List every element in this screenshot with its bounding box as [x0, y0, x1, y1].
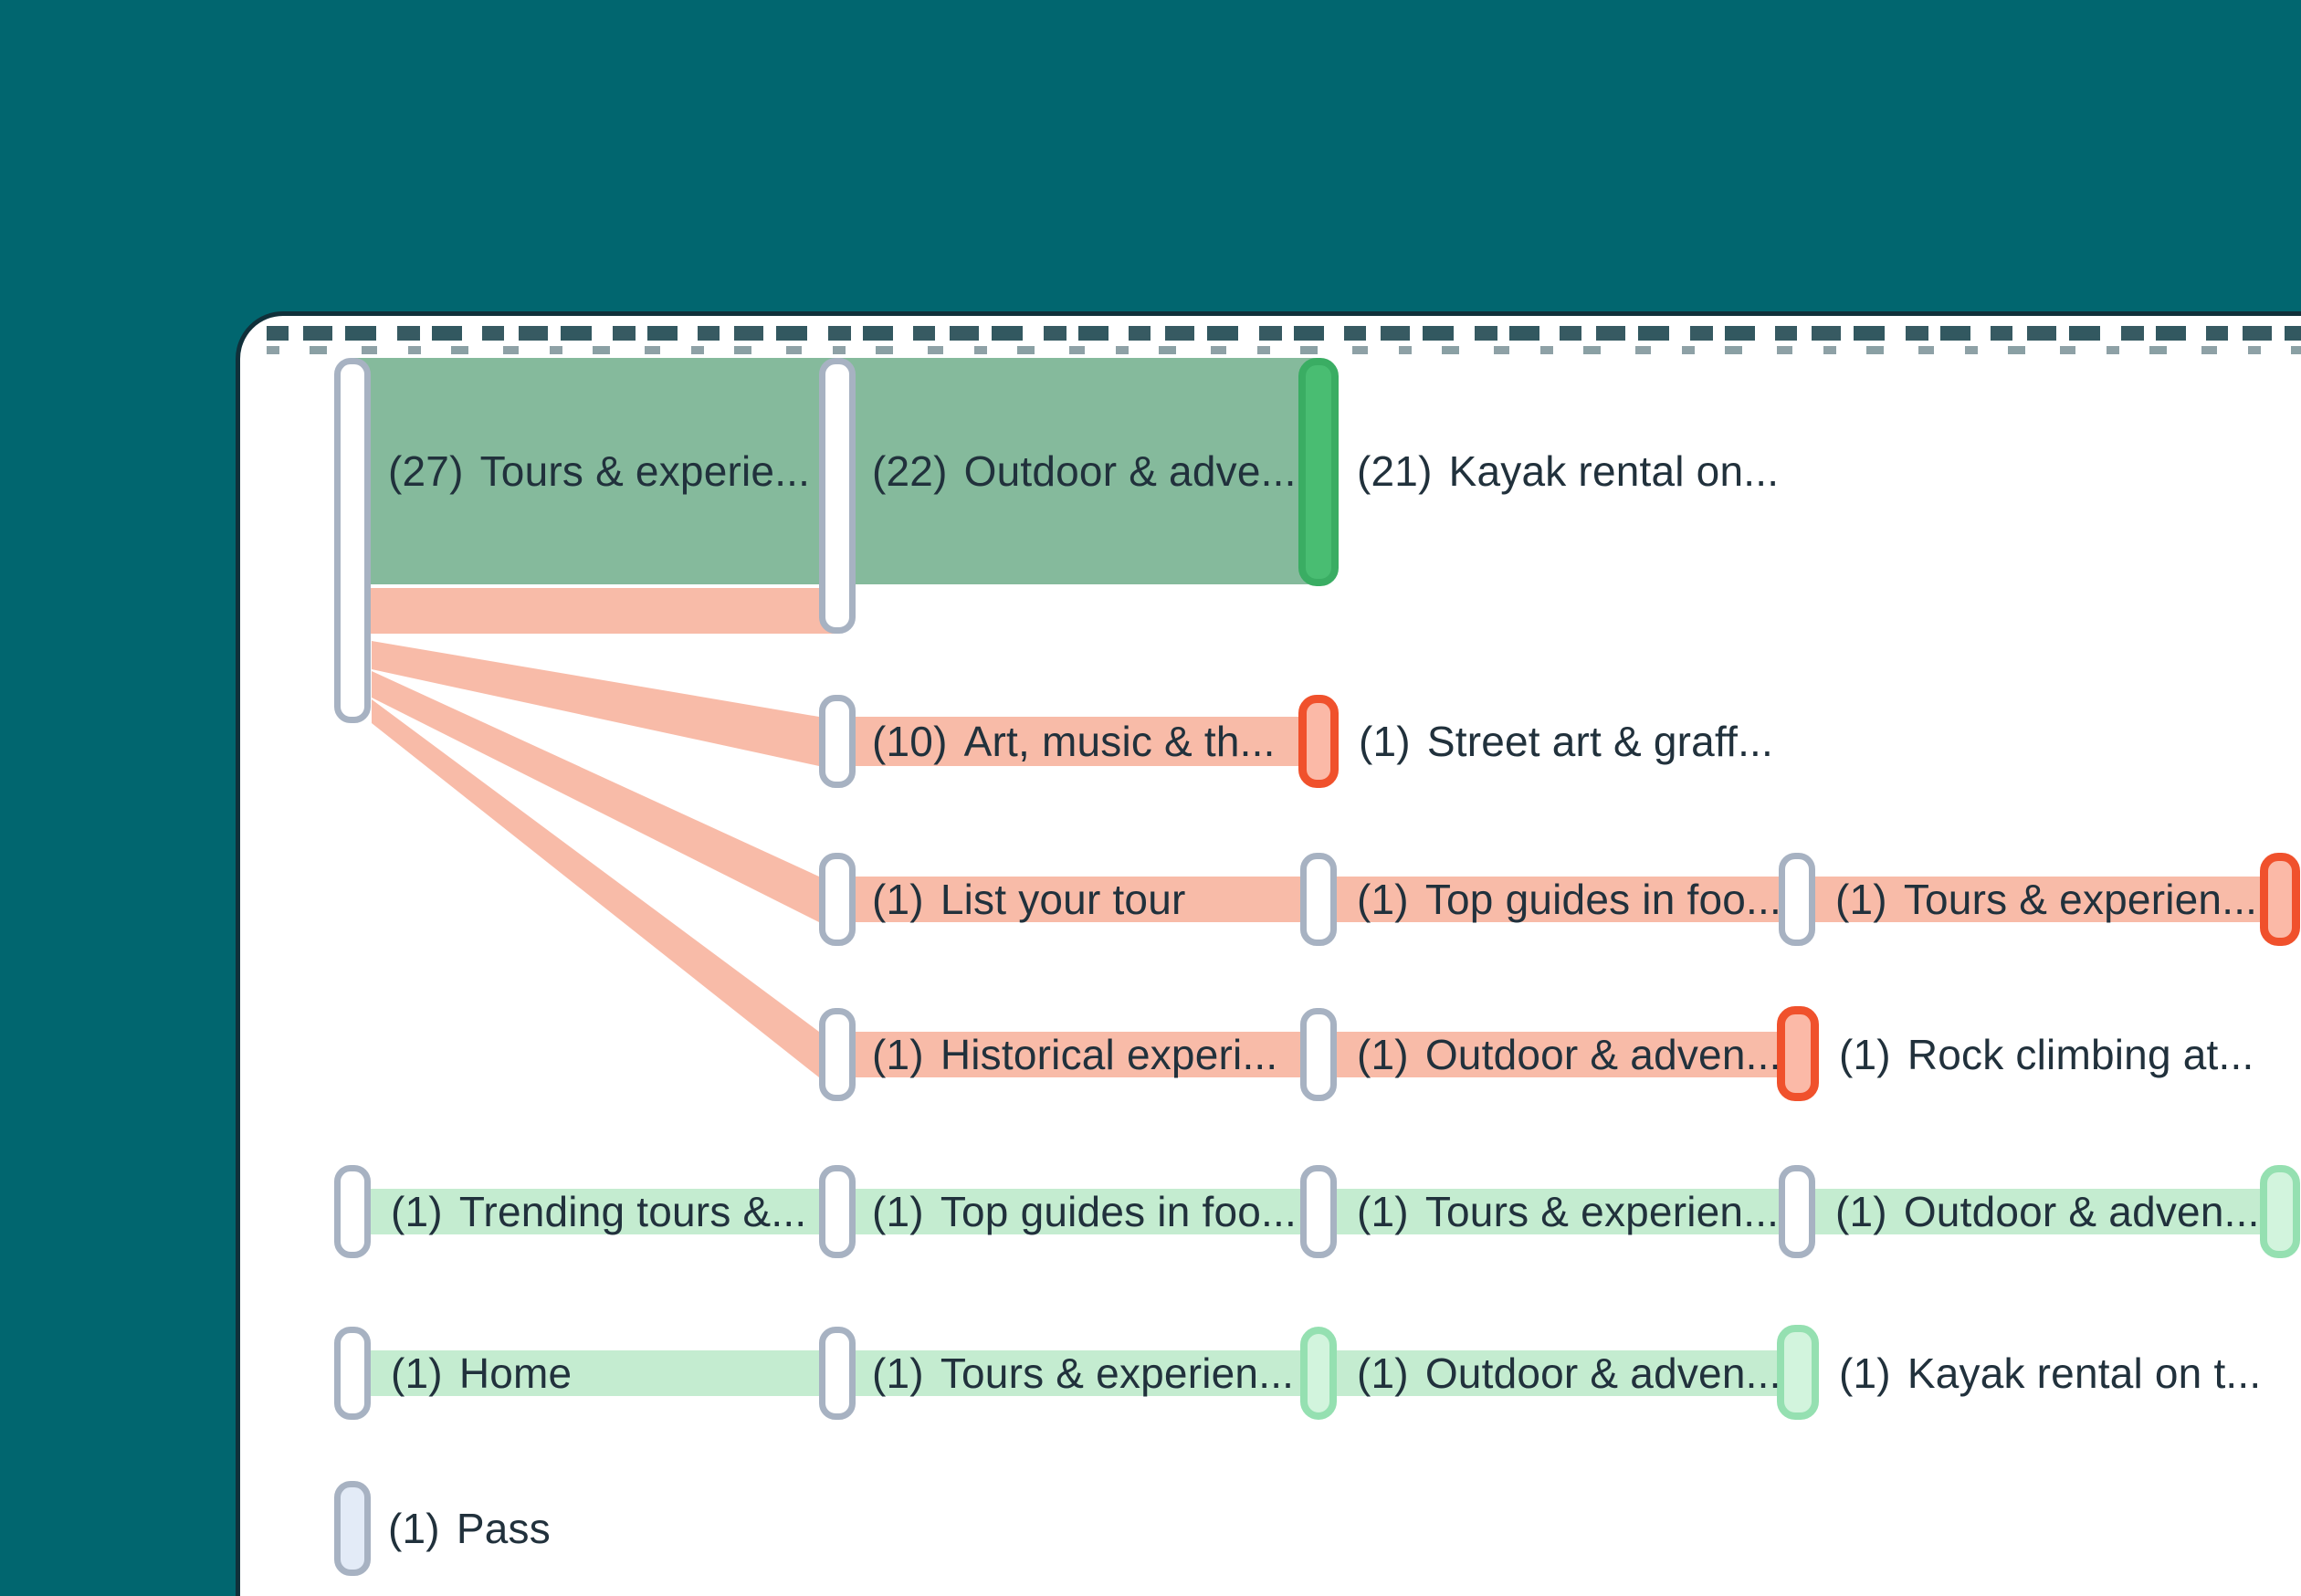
cropped-text-fragment-strip	[267, 326, 2301, 341]
node-pill-r2-exit-red[interactable]	[1298, 695, 1339, 788]
flow-band-r5-top-guides[interactable]	[828, 1189, 1319, 1234]
flow-label: (10)Art, music & th...	[872, 718, 1276, 765]
flow-label: (21)Kayak rental on...	[1357, 447, 1780, 495]
node-pill-r5-junction-1[interactable]	[819, 1165, 856, 1258]
flow-band-r3-top-guides[interactable]	[1319, 877, 1797, 922]
dropoff-fan-band-to-list-your-tour[interactable]	[372, 671, 819, 922]
node-pill-r5-junction-3[interactable]	[1779, 1165, 1815, 1258]
node-pill-r1-end-green[interactable]	[1298, 358, 1339, 586]
node-pill-r5-junction-2[interactable]	[1300, 1165, 1337, 1258]
flow-label: (1)Pass	[388, 1505, 551, 1552]
flow-label: (1)Home	[391, 1349, 573, 1397]
node-pill-r6-junction-lightgreen[interactable]	[1300, 1327, 1337, 1420]
dropoff-fan-band-to-art-music[interactable]	[372, 641, 819, 766]
node-pill-r4-junction-1[interactable]	[819, 1008, 856, 1101]
flow-label: (27)Tours & experie...	[388, 447, 811, 495]
node-pill-r6-start[interactable]	[334, 1327, 371, 1420]
flow-label: (1)List your tour	[872, 876, 1186, 923]
flow-label: (1)Rock climbing at...	[1839, 1031, 2254, 1078]
flow-label: (1)Tours & experien...	[872, 1349, 1295, 1397]
node-pill-r3-junction-3[interactable]	[1779, 853, 1815, 946]
node-pill-r1-start[interactable]	[334, 358, 371, 723]
node-pill-r3-junction-1[interactable]	[819, 853, 856, 946]
node-pill-r4-exit-red[interactable]	[1777, 1006, 1819, 1101]
flow-band-r3-list-your-tour[interactable]	[828, 877, 1319, 922]
flow-label: (1)Tours & experien...	[1835, 876, 2258, 923]
node-pill-r6-end-lightgreen[interactable]	[1777, 1325, 1819, 1420]
node-pill-r6-junction-1[interactable]	[819, 1327, 856, 1420]
flow-label: (1)Outdoor & adven...	[1835, 1188, 2260, 1235]
node-pill-r5-start[interactable]	[334, 1165, 371, 1258]
flow-band-r4-historical[interactable]	[828, 1032, 1319, 1077]
node-pill-r5-end-lightgreen[interactable]	[2260, 1165, 2300, 1258]
flow-label: (1)Trending tours &...	[391, 1188, 807, 1235]
flow-band-r6-outdoor-adventure[interactable]	[1319, 1350, 1797, 1396]
node-pill-r7-pass[interactable]	[334, 1481, 371, 1576]
flow-band-r1-tours-experiences[interactable]	[352, 358, 837, 584]
node-pill-r2-junction[interactable]	[819, 695, 856, 788]
node-pill-r1-junction[interactable]	[819, 358, 856, 634]
node-pill-r3-exit-red[interactable]	[2260, 853, 2300, 946]
flow-label: (1)Kayak rental on t...	[1839, 1349, 2262, 1397]
dropoff-fan-band-to-historical[interactable]	[372, 699, 819, 1077]
cropped-text-fragment-strip	[267, 346, 2301, 354]
flow-band-r4-outdoor-adventure[interactable]	[1319, 1032, 1799, 1077]
flow-band-r5-outdoor-adventure[interactable]	[1797, 1189, 2280, 1234]
flow-label: (1)Tours & experien...	[1357, 1188, 1780, 1235]
flow-label: (1)Historical experi...	[872, 1031, 1278, 1078]
flow-band-r2-art-music[interactable]	[828, 717, 1319, 766]
flow-band-r1-dropoff-strip[interactable]	[352, 588, 837, 634]
node-pill-r4-junction-2[interactable]	[1300, 1008, 1337, 1101]
flow-band-r1-outdoor-adventure[interactable]	[837, 358, 1319, 584]
flow-label: (22)Outdoor & adve...	[872, 447, 1297, 495]
flow-band-r6-tours-experiences[interactable]	[828, 1350, 1319, 1396]
flow-label: (1)Street art & graff...	[1359, 718, 1774, 765]
flow-label: (1)Outdoor & adven...	[1357, 1031, 1781, 1078]
flow-band-r3-tours-experiences[interactable]	[1797, 877, 2280, 922]
flow-band-r6-home[interactable]	[352, 1350, 837, 1396]
flow-label: (1)Top guides in foo...	[872, 1188, 1297, 1235]
flow-band-r5-trending-tours[interactable]	[352, 1189, 837, 1234]
flow-label: (1)Top guides in foo...	[1357, 876, 1781, 923]
flow-label: (1)Outdoor & adven...	[1357, 1349, 1781, 1397]
node-pill-r3-junction-2[interactable]	[1300, 853, 1337, 946]
flow-band-r5-tours-experiences[interactable]	[1319, 1189, 1797, 1234]
